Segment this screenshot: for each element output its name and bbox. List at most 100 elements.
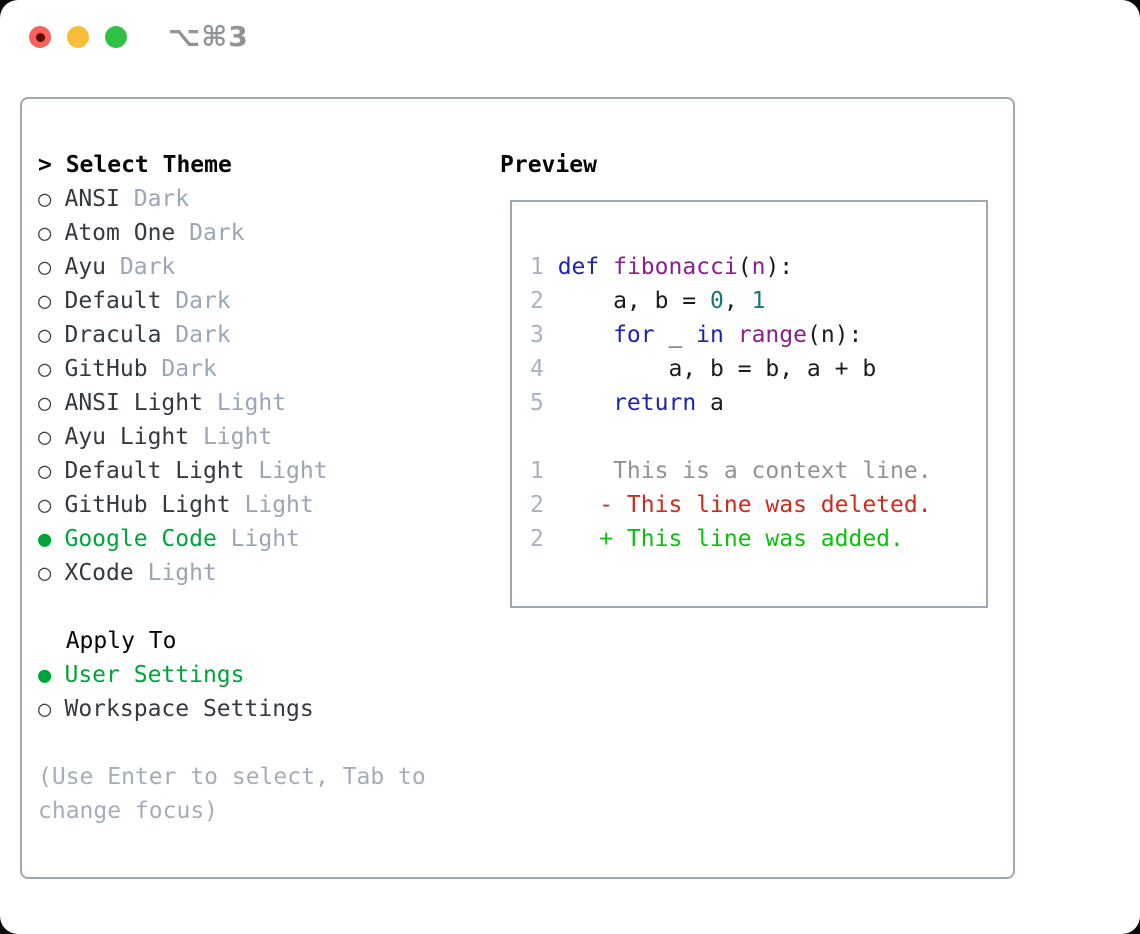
line-number: 2 [530,288,544,314]
theme-variant: Dark [175,288,231,314]
apply-option-label: Workspace Settings [64,696,314,722]
theme-variant: Light [216,390,287,416]
theme-name: XCode [64,560,134,586]
radio-unselected-icon: ○ [38,255,52,280]
code-line: 4 a, b = b, a + b [530,352,932,386]
select-theme-title: Select Theme [65,152,232,178]
radio-unselected-icon: ○ [38,459,52,484]
spacer [38,590,426,624]
radio-unselected-icon: ○ [38,493,52,518]
radio-unselected-icon: ○ [38,289,52,314]
prompt-icon: > [38,152,52,178]
help-text-line2: change focus) [38,798,219,824]
apply-option-label: User Settings [64,662,245,688]
spacer [38,726,426,760]
code-token-lit: 1 [751,288,766,314]
theme-name: GitHub Light [64,492,231,518]
theme-variant: Light [230,526,300,552]
theme-name: Google Code [64,526,217,552]
spacer [530,420,932,454]
code-token-pln [558,322,613,348]
line-number: 4 [530,356,544,382]
code-line: 1 def fibonacci(n): [530,250,932,284]
apply-to-list: ● User Settings ○ Workspace Settings [38,658,426,726]
theme-name: ANSI [64,186,120,212]
select-theme-header: > Select Theme [38,148,426,182]
line-number: 2 [530,526,544,552]
line-number: 1 [530,458,544,484]
code-token-pln: ): [765,254,794,280]
code-token-pln: a, b = b, a + b [557,356,877,382]
theme-name: Ayu [64,254,107,280]
code-line: 2 a, b = 0, 1 [530,284,932,318]
code-line: 5 return a [530,386,932,420]
code-token-pln: (n): [806,322,863,348]
code-token-kwd: def [557,254,600,280]
code-token-pln [724,322,738,348]
radio-unselected-icon: ○ [38,697,52,722]
theme-name: GitHub [64,356,148,382]
radio-selected-icon: ● [38,663,52,688]
theme-option-google-code[interactable]: ● Google Code Light [38,522,426,556]
theme-option-default[interactable]: ○ Default Dark [38,284,426,318]
minimize-button[interactable] [67,26,89,48]
window-title: ⌥⌘3 [168,20,249,53]
line-number: 2 [530,492,544,518]
radio-unselected-icon: ○ [38,391,52,416]
theme-variant: Light [147,560,217,586]
theme-variant: Light [202,424,273,450]
radio-unselected-icon: ○ [38,323,52,348]
radio-unselected-icon: ○ [38,357,52,382]
code-token-kwd: for [613,322,655,348]
apply-option-workspace-settings[interactable]: ○ Workspace Settings [38,692,426,726]
theme-variant: Dark [133,186,190,212]
code-token-kwd: in [696,322,724,348]
theme-option-dracula[interactable]: ○ Dracula Dark [38,318,426,352]
theme-option-ayu[interactable]: ○ Ayu Dark [38,250,426,284]
theme-option-github-light[interactable]: ○ GitHub Light Light [38,488,426,522]
preview-header: Preview [500,152,597,178]
close-dot-icon [35,32,45,42]
theme-option-ansi[interactable]: ○ ANSI Dark [38,182,426,216]
radio-selected-icon: ● [38,527,52,552]
zoom-button[interactable] [105,26,127,48]
radio-unselected-icon: ○ [38,561,52,586]
code-token-typ: n [751,254,766,280]
radio-unselected-icon: ○ [38,187,52,212]
theme-variant: Dark [175,322,231,348]
theme-variant: Dark [189,220,245,246]
code-token-pln: a, b = [557,288,711,314]
theme-name: Default [64,288,162,314]
help-text-line1: (Use Enter to select, Tab to [38,764,426,790]
code-token-kwd: return [613,390,697,416]
theme-option-xcode[interactable]: ○ XCode Light [38,556,426,590]
close-button[interactable] [29,26,51,48]
theme-name: Atom One [64,220,176,246]
code-token-pln: , [723,288,752,314]
theme-name: Dracula [64,322,162,348]
line-number: 1 [530,254,544,280]
theme-variant: Dark [119,254,176,280]
diff-text-ctx: This is a context line. [557,458,932,484]
code-token-pln: ( [737,254,752,280]
theme-option-github[interactable]: ○ GitHub Dark [38,352,426,386]
diff-text-del: - This line was deleted. [557,492,932,518]
code-token-pln [558,390,613,416]
radio-unselected-icon: ○ [38,425,52,450]
theme-variant: Light [244,492,314,518]
apply-to-header: Apply To [65,628,177,654]
code-token-typ: fibonacci [613,254,738,280]
apply-option-user-settings[interactable]: ● User Settings [38,658,426,692]
theme-variant: Dark [161,356,217,382]
code-token-lit: 0 [710,288,724,314]
diff-line-ctx: 1 This is a context line. [530,454,932,488]
